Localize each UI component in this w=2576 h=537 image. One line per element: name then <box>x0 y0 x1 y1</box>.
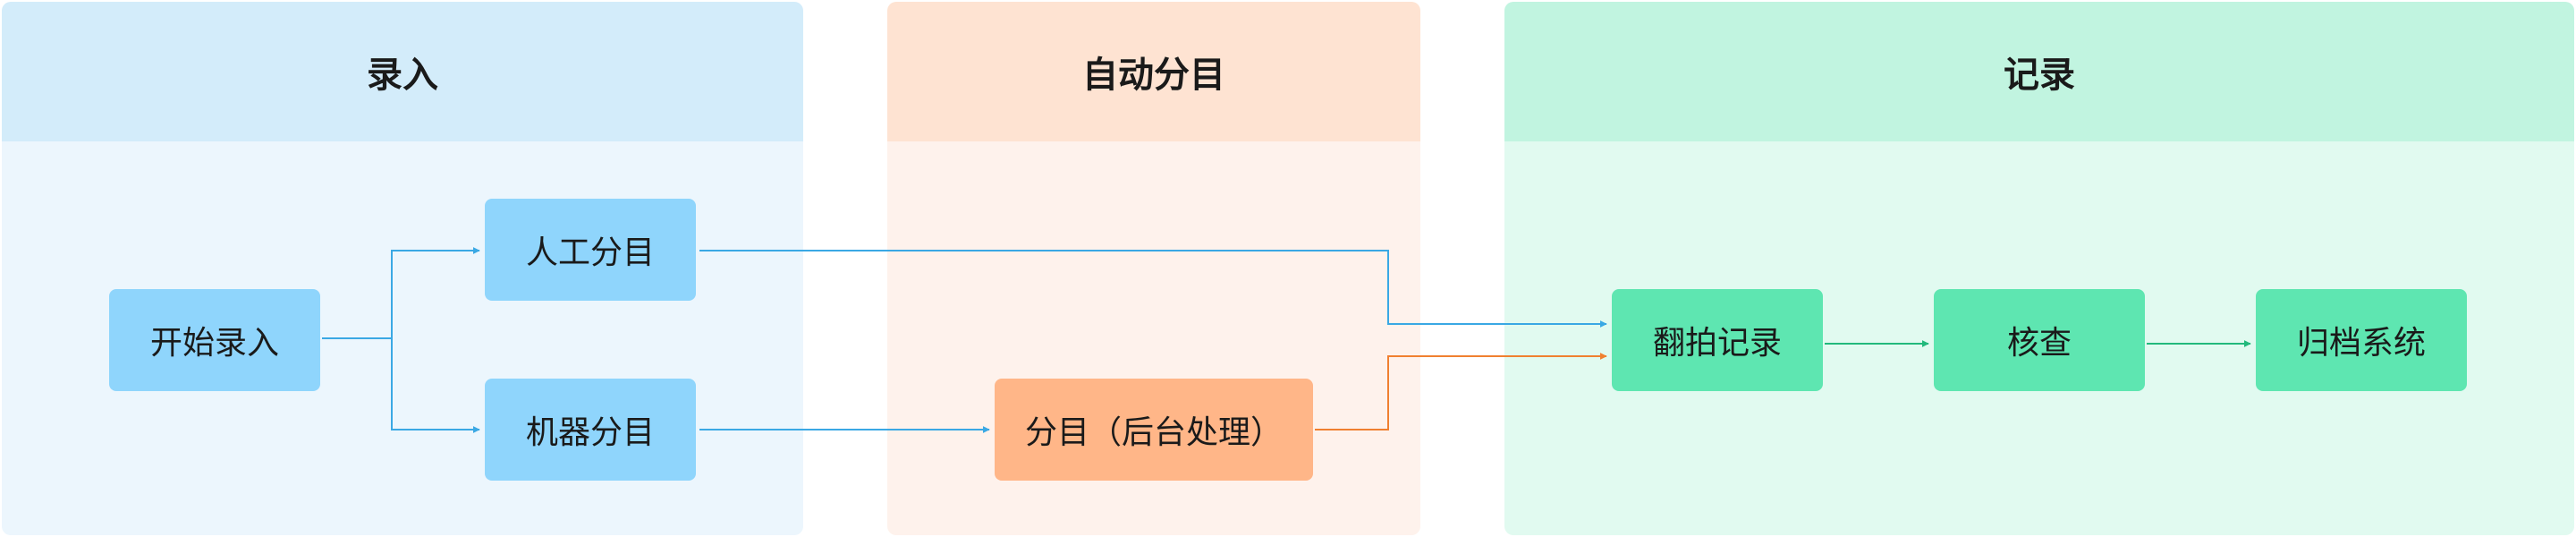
node-background-catalog: 分目（后台处理） <box>995 379 1313 481</box>
lane-entry-title: 录入 <box>2 2 803 141</box>
lane-auto-catalog-title: 自动分目 <box>887 2 1420 141</box>
lane-auto-catalog: 自动分目 <box>887 2 1420 535</box>
node-machine-catalog: 机器分目 <box>485 379 696 481</box>
node-photo-record: 翻拍记录 <box>1612 289 1823 391</box>
arrow-start-to-machine <box>391 338 480 433</box>
arrow-background-to-photo-record <box>1315 353 1607 430</box>
lane-record-title: 记录 <box>1504 2 2574 141</box>
node-verify: 核查 <box>1934 289 2145 391</box>
node-archive: 归档系统 <box>2256 289 2467 391</box>
node-start-entry: 开始录入 <box>109 289 320 391</box>
node-manual-catalog: 人工分目 <box>485 199 696 301</box>
arrow-start-to-manual <box>322 247 480 339</box>
arrow-manual-to-photo-record <box>699 250 1607 328</box>
